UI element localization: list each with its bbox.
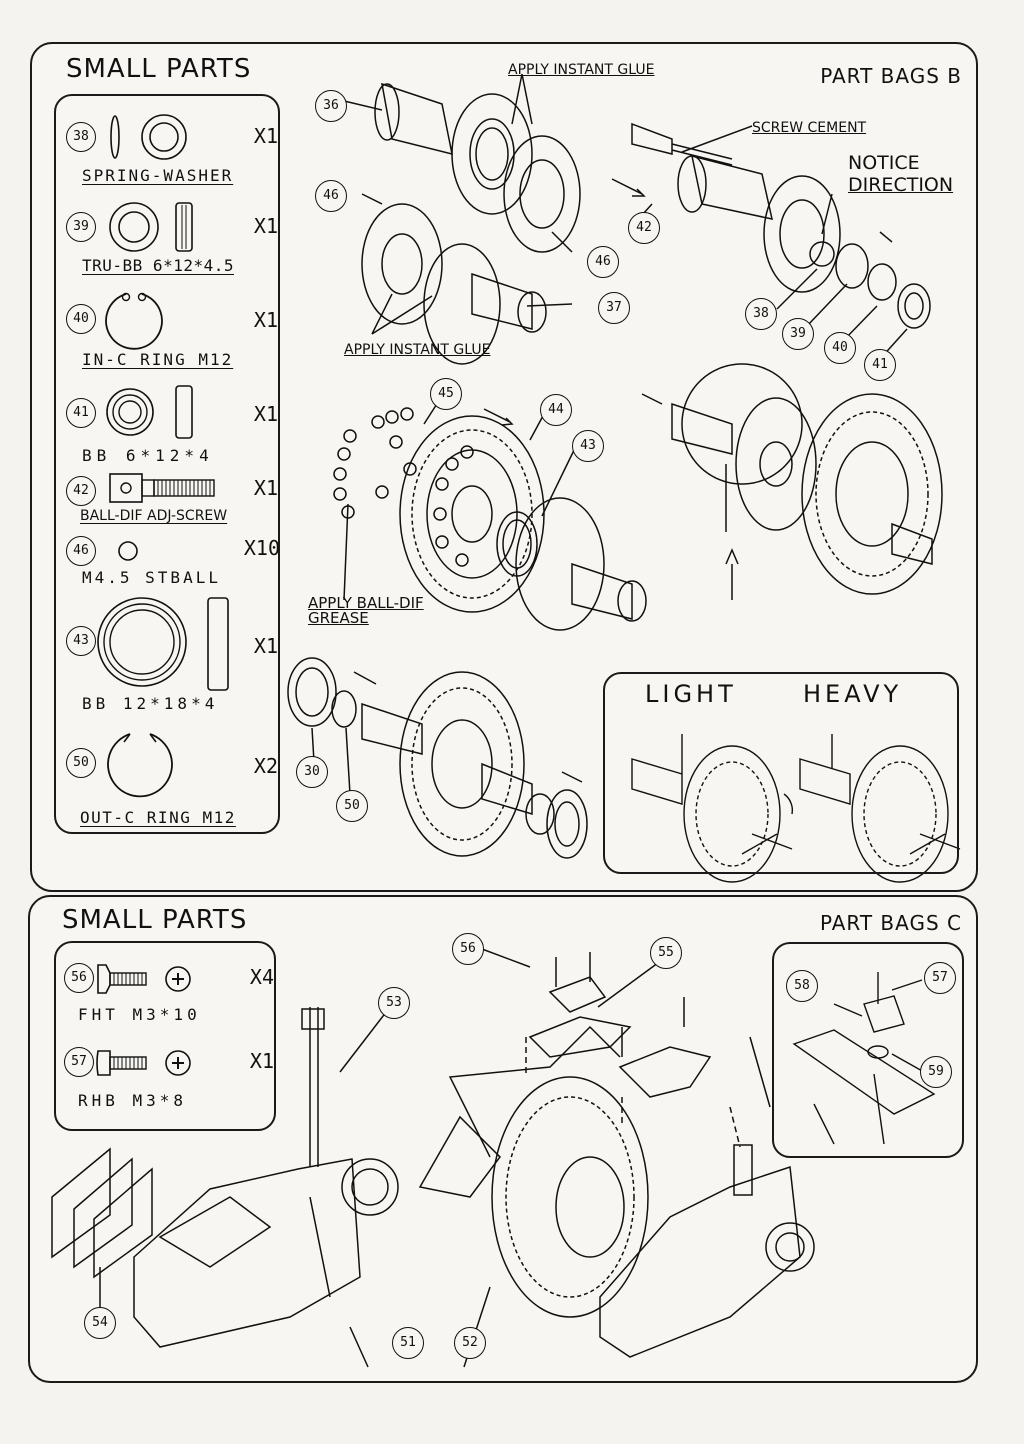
part-name: M4.5 STBALL bbox=[82, 568, 221, 587]
direction-line: DIRECTION bbox=[848, 174, 954, 196]
bag-title: PART BAGS C bbox=[819, 911, 962, 935]
part-row: 38 X1 SPRING-WASHER bbox=[56, 104, 278, 185]
part-row: 46 X10 M4.5 STBALL bbox=[56, 536, 280, 592]
callout: 54 bbox=[84, 1307, 116, 1339]
grease-line-2: GREASE bbox=[308, 609, 369, 627]
grease-note: APPLY BALL-DIF GREASE bbox=[308, 596, 424, 626]
part-qty: X1 bbox=[253, 214, 278, 238]
callout: 39 bbox=[782, 318, 814, 350]
part-number: 43 bbox=[66, 626, 96, 656]
callout: 59 bbox=[920, 1056, 952, 1088]
ball-bearing-icon bbox=[106, 385, 193, 439]
callout: 40 bbox=[824, 332, 856, 364]
callout: 46 bbox=[315, 180, 347, 212]
differential-exploded-drawing bbox=[287, 73, 961, 883]
callout: 36 bbox=[315, 90, 347, 122]
part-row: 43 X1 BB 12*18*4 bbox=[56, 596, 278, 716]
callout: 55 bbox=[650, 937, 682, 969]
part-number: 41 bbox=[66, 398, 96, 428]
part-number: 57 bbox=[64, 1047, 94, 1077]
callout: 51 bbox=[392, 1327, 424, 1359]
part-qty: X1 bbox=[253, 124, 278, 148]
part-name: BB 6*12*4 bbox=[82, 446, 214, 465]
callout: 42 bbox=[628, 212, 660, 244]
part-name: SPRING-WASHER bbox=[82, 166, 234, 185]
part-qty: X2 bbox=[253, 754, 278, 778]
part-name: BALL-DIF ADJ-SCREW bbox=[80, 508, 228, 524]
large-bearing-icon bbox=[97, 597, 229, 691]
screw-cement-note: SCREW CEMENT bbox=[752, 120, 867, 136]
light-heavy-adjustment-inset: LIGHT HEAVY bbox=[603, 672, 959, 874]
light-label: LIGHT bbox=[645, 680, 737, 708]
in-c-ring-icon bbox=[105, 292, 163, 350]
part-name: IN-C RING M12 bbox=[82, 350, 234, 369]
part-row: 57 X1 RHB M3*8 bbox=[56, 1043, 274, 1123]
part-row: 56 X4 FHT M3*10 bbox=[56, 959, 274, 1039]
out-c-ring-icon bbox=[107, 733, 173, 798]
grease-line-1: APPLY BALL-DIF bbox=[308, 594, 424, 612]
part-qty: X1 bbox=[253, 402, 278, 426]
part-qty: X1 bbox=[253, 476, 278, 500]
gearbox-exploded-drawing bbox=[51, 948, 815, 1368]
apply-glue-note-bottom: APPLY INSTANT GLUE bbox=[344, 342, 491, 358]
part-qty: X1 bbox=[249, 1049, 274, 1073]
part-name: RHB M3*8 bbox=[78, 1091, 188, 1110]
part-number: 42 bbox=[66, 476, 96, 506]
small-parts-title: SMALL PARTS bbox=[62, 905, 248, 935]
part-row: 39 X1 TRU-BB 6*12*4.5 bbox=[56, 194, 278, 275]
small-parts-list: 56 X4 FHT M3*10 57 X1 RHB M3*8 bbox=[54, 941, 276, 1131]
part-qty: X10 bbox=[243, 536, 280, 560]
spring-washer-icon bbox=[110, 114, 187, 160]
heavy-label: HEAVY bbox=[803, 680, 903, 708]
callout: 37 bbox=[598, 292, 630, 324]
part-row: 50 X2 OUT-C RING M12 bbox=[56, 728, 278, 828]
callout: 50 bbox=[336, 790, 368, 822]
part-number: 56 bbox=[64, 963, 94, 993]
apply-glue-note-top: APPLY INSTANT GLUE bbox=[508, 62, 655, 78]
flat-head-screw-icon bbox=[97, 964, 191, 994]
callout: 57 bbox=[924, 962, 956, 994]
callout: 45 bbox=[430, 378, 462, 410]
callout: 44 bbox=[540, 394, 572, 426]
callout: 43 bbox=[572, 430, 604, 462]
steel-ball-icon bbox=[118, 541, 138, 561]
round-head-screw-icon bbox=[96, 1050, 191, 1076]
part-qty: X1 bbox=[253, 634, 278, 658]
small-parts-list: 38 X1 SPRING-WASHER 39 X1 TRU-BB 6*12*4.… bbox=[54, 94, 280, 834]
callout: 38 bbox=[745, 298, 777, 330]
part-row: 41 X1 BB 6*12*4 bbox=[56, 380, 278, 465]
part-name: FHT M3*10 bbox=[78, 1005, 201, 1024]
part-name: OUT-C RING M12 bbox=[80, 808, 236, 827]
part-number: 46 bbox=[66, 536, 96, 566]
part-bags-c-panel: SMALL PARTS PART BAGS C 56 X4 FHT M3*10 … bbox=[28, 895, 978, 1383]
bag-title: PART BAGS B bbox=[820, 64, 962, 88]
adjust-screw-icon bbox=[109, 473, 215, 503]
part-number: 38 bbox=[66, 122, 96, 152]
part-number: 39 bbox=[66, 212, 96, 242]
callout: 58 bbox=[786, 970, 818, 1002]
bellcrank-detail-drawing bbox=[792, 972, 936, 1145]
part-name: TRU-BB 6*12*4.5 bbox=[82, 256, 234, 275]
notice-direction-note: NOTICE DIRECTION bbox=[848, 152, 953, 196]
part-qty: X1 bbox=[253, 308, 278, 332]
part-name: BB 12*18*4 bbox=[82, 694, 219, 713]
callout: 41 bbox=[864, 349, 896, 381]
callout: 56 bbox=[452, 933, 484, 965]
part-qty: X4 bbox=[249, 965, 274, 989]
part-number: 50 bbox=[66, 748, 96, 778]
callout: 46 bbox=[587, 246, 619, 278]
notice-line: NOTICE bbox=[848, 152, 920, 174]
part-row: 40 X1 IN-C RING M12 bbox=[56, 286, 278, 369]
part-number: 40 bbox=[66, 304, 96, 334]
small-parts-title: SMALL PARTS bbox=[66, 54, 252, 84]
callout: 30 bbox=[296, 756, 328, 788]
part-row: 42 X1 BALL-DIF ADJ-SCREW bbox=[56, 468, 278, 528]
callout: 52 bbox=[454, 1327, 486, 1359]
thrust-bearing-icon bbox=[109, 202, 193, 252]
callout: 53 bbox=[378, 987, 410, 1019]
part-bags-b-panel: SMALL PARTS PART BAGS B 38 X1 SPRING-WAS… bbox=[30, 42, 978, 892]
bellcrank-detail-inset: 58 57 59 bbox=[772, 942, 964, 1158]
